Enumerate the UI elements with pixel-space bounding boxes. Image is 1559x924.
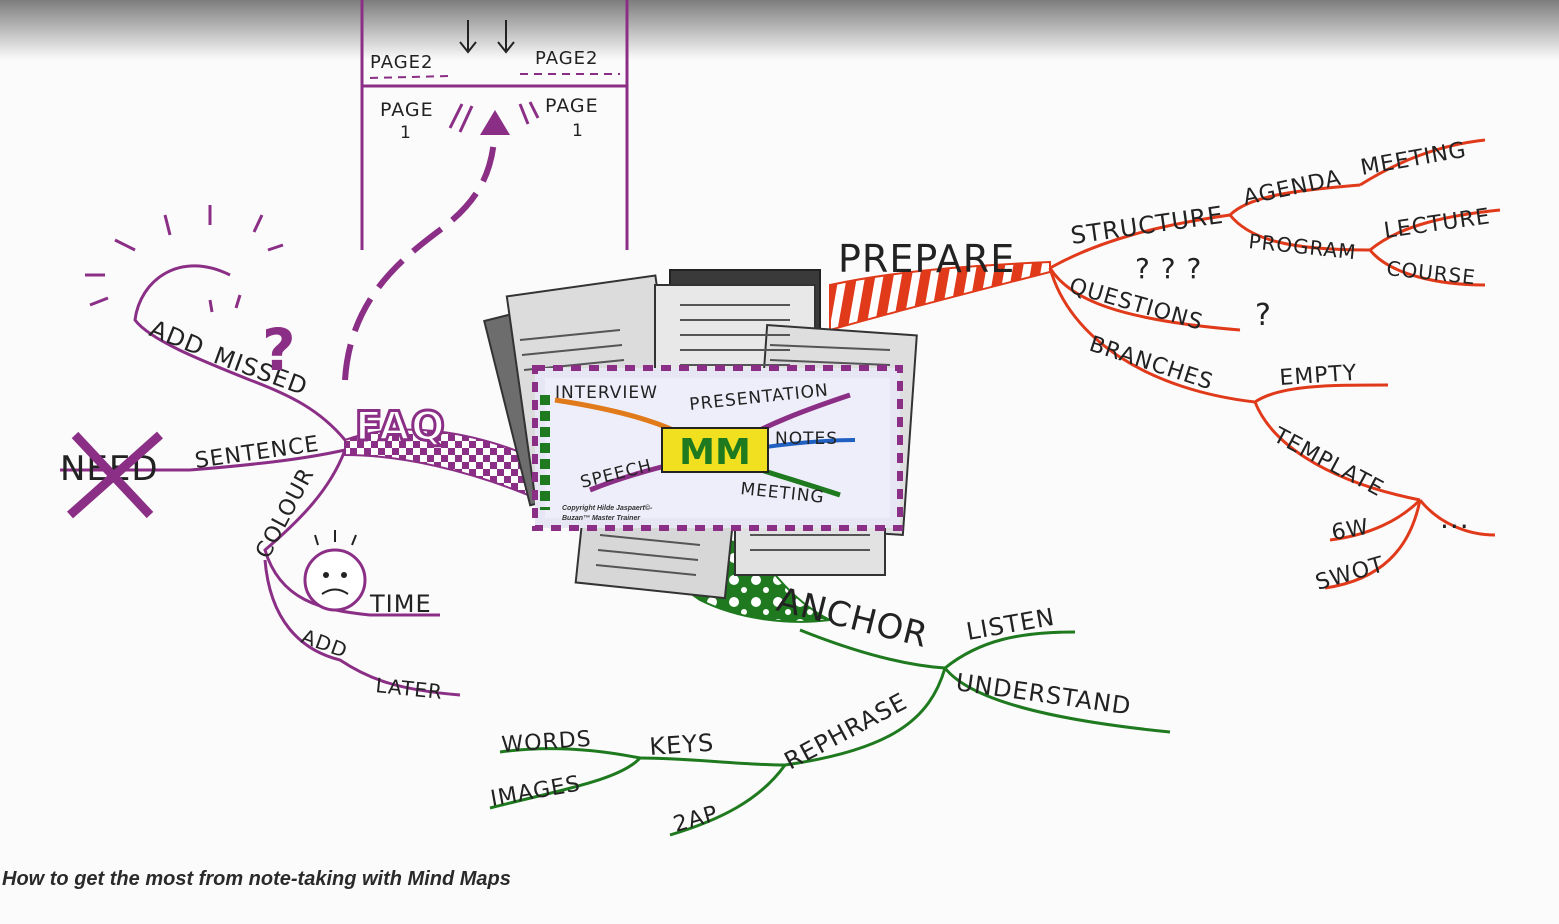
copyright-line-2: Buzan™ Master Trainer: [562, 515, 641, 522]
prepare-label: PREPARE: [838, 237, 1015, 281]
figure-caption: How to get the most from note-taking wit…: [2, 868, 511, 890]
green-sub-branches: [489, 628, 1171, 837]
words-label: WORDS: [501, 727, 593, 758]
colour-label: COLOUR: [251, 464, 319, 563]
lecture-label: LECTURE: [1382, 204, 1492, 244]
time-label: TIME: [369, 590, 432, 618]
clock-face-icon: [303, 530, 367, 612]
down-arrow-icon: [497, 20, 515, 54]
ellipsis-label: ...: [1440, 502, 1470, 535]
question-icon: ?: [262, 316, 297, 384]
page1-left-number: 1: [400, 123, 412, 143]
page1-right-number: 1: [572, 121, 584, 141]
page2-right-label: PAGE2: [535, 48, 598, 69]
attention-marks: [85, 205, 284, 313]
2ap-label: 2AP: [671, 801, 721, 838]
central-image: MM INTERVIEW PRESENTATION NOTES SPEECH M…: [532, 365, 903, 531]
center-interview: INTERVIEW: [555, 383, 658, 403]
down-arrow-icon: [459, 20, 477, 54]
branches-label: BRANCHES: [1086, 332, 1216, 396]
page2-left-label: PAGE2: [370, 52, 433, 73]
scan-shadow: [0, 0, 1559, 60]
agenda-label: AGENDA: [1241, 166, 1344, 211]
cross-out-icon: [67, 431, 163, 519]
6w-label: 6W: [1330, 515, 1372, 546]
swot-label: SWOT: [1313, 552, 1388, 595]
purple-sub-branches: [60, 264, 461, 697]
add-label: ADD: [146, 315, 209, 362]
page1-left-label: PAGE: [380, 99, 434, 121]
page-bend-marks: [448, 101, 540, 133]
program-label: PROGRAM: [1247, 229, 1357, 264]
page-arrow: [342, 119, 498, 381]
listen-label: LISTEN: [964, 603, 1057, 646]
question-marks: ? ? ?: [1135, 252, 1202, 285]
faq-label: FAQ: [355, 404, 446, 450]
later-label: LATER: [374, 673, 444, 704]
page-box: PAGE2 PAGE2 PAGE 1 PAGE 1: [360, 0, 629, 250]
mm-logo: MM: [679, 432, 751, 473]
template-label: TEMPLATE: [1268, 423, 1387, 502]
copyright-line-1: Copyright Hilde Jaspaert©-: [562, 504, 653, 512]
rephrase-label: REPHRASE: [780, 687, 912, 775]
empty-label: EMPTY: [1279, 361, 1359, 391]
anchor-label: ANCHOR: [773, 580, 932, 656]
structure-label: STRUCTURE: [1069, 201, 1225, 250]
images-label: IMAGES: [489, 771, 583, 811]
red-sub-branches: [1048, 138, 1501, 590]
course-label: COURSE: [1385, 256, 1477, 289]
add2-label: ADD: [298, 624, 351, 663]
keys-label: KEYS: [648, 729, 715, 761]
question-mark-2: ?: [1255, 298, 1272, 333]
meeting-label: MEETING: [1359, 138, 1469, 181]
center-notes: NOTES: [775, 429, 838, 449]
page1-right-label: PAGE: [545, 95, 599, 117]
arrow-head-icon: [480, 110, 510, 135]
